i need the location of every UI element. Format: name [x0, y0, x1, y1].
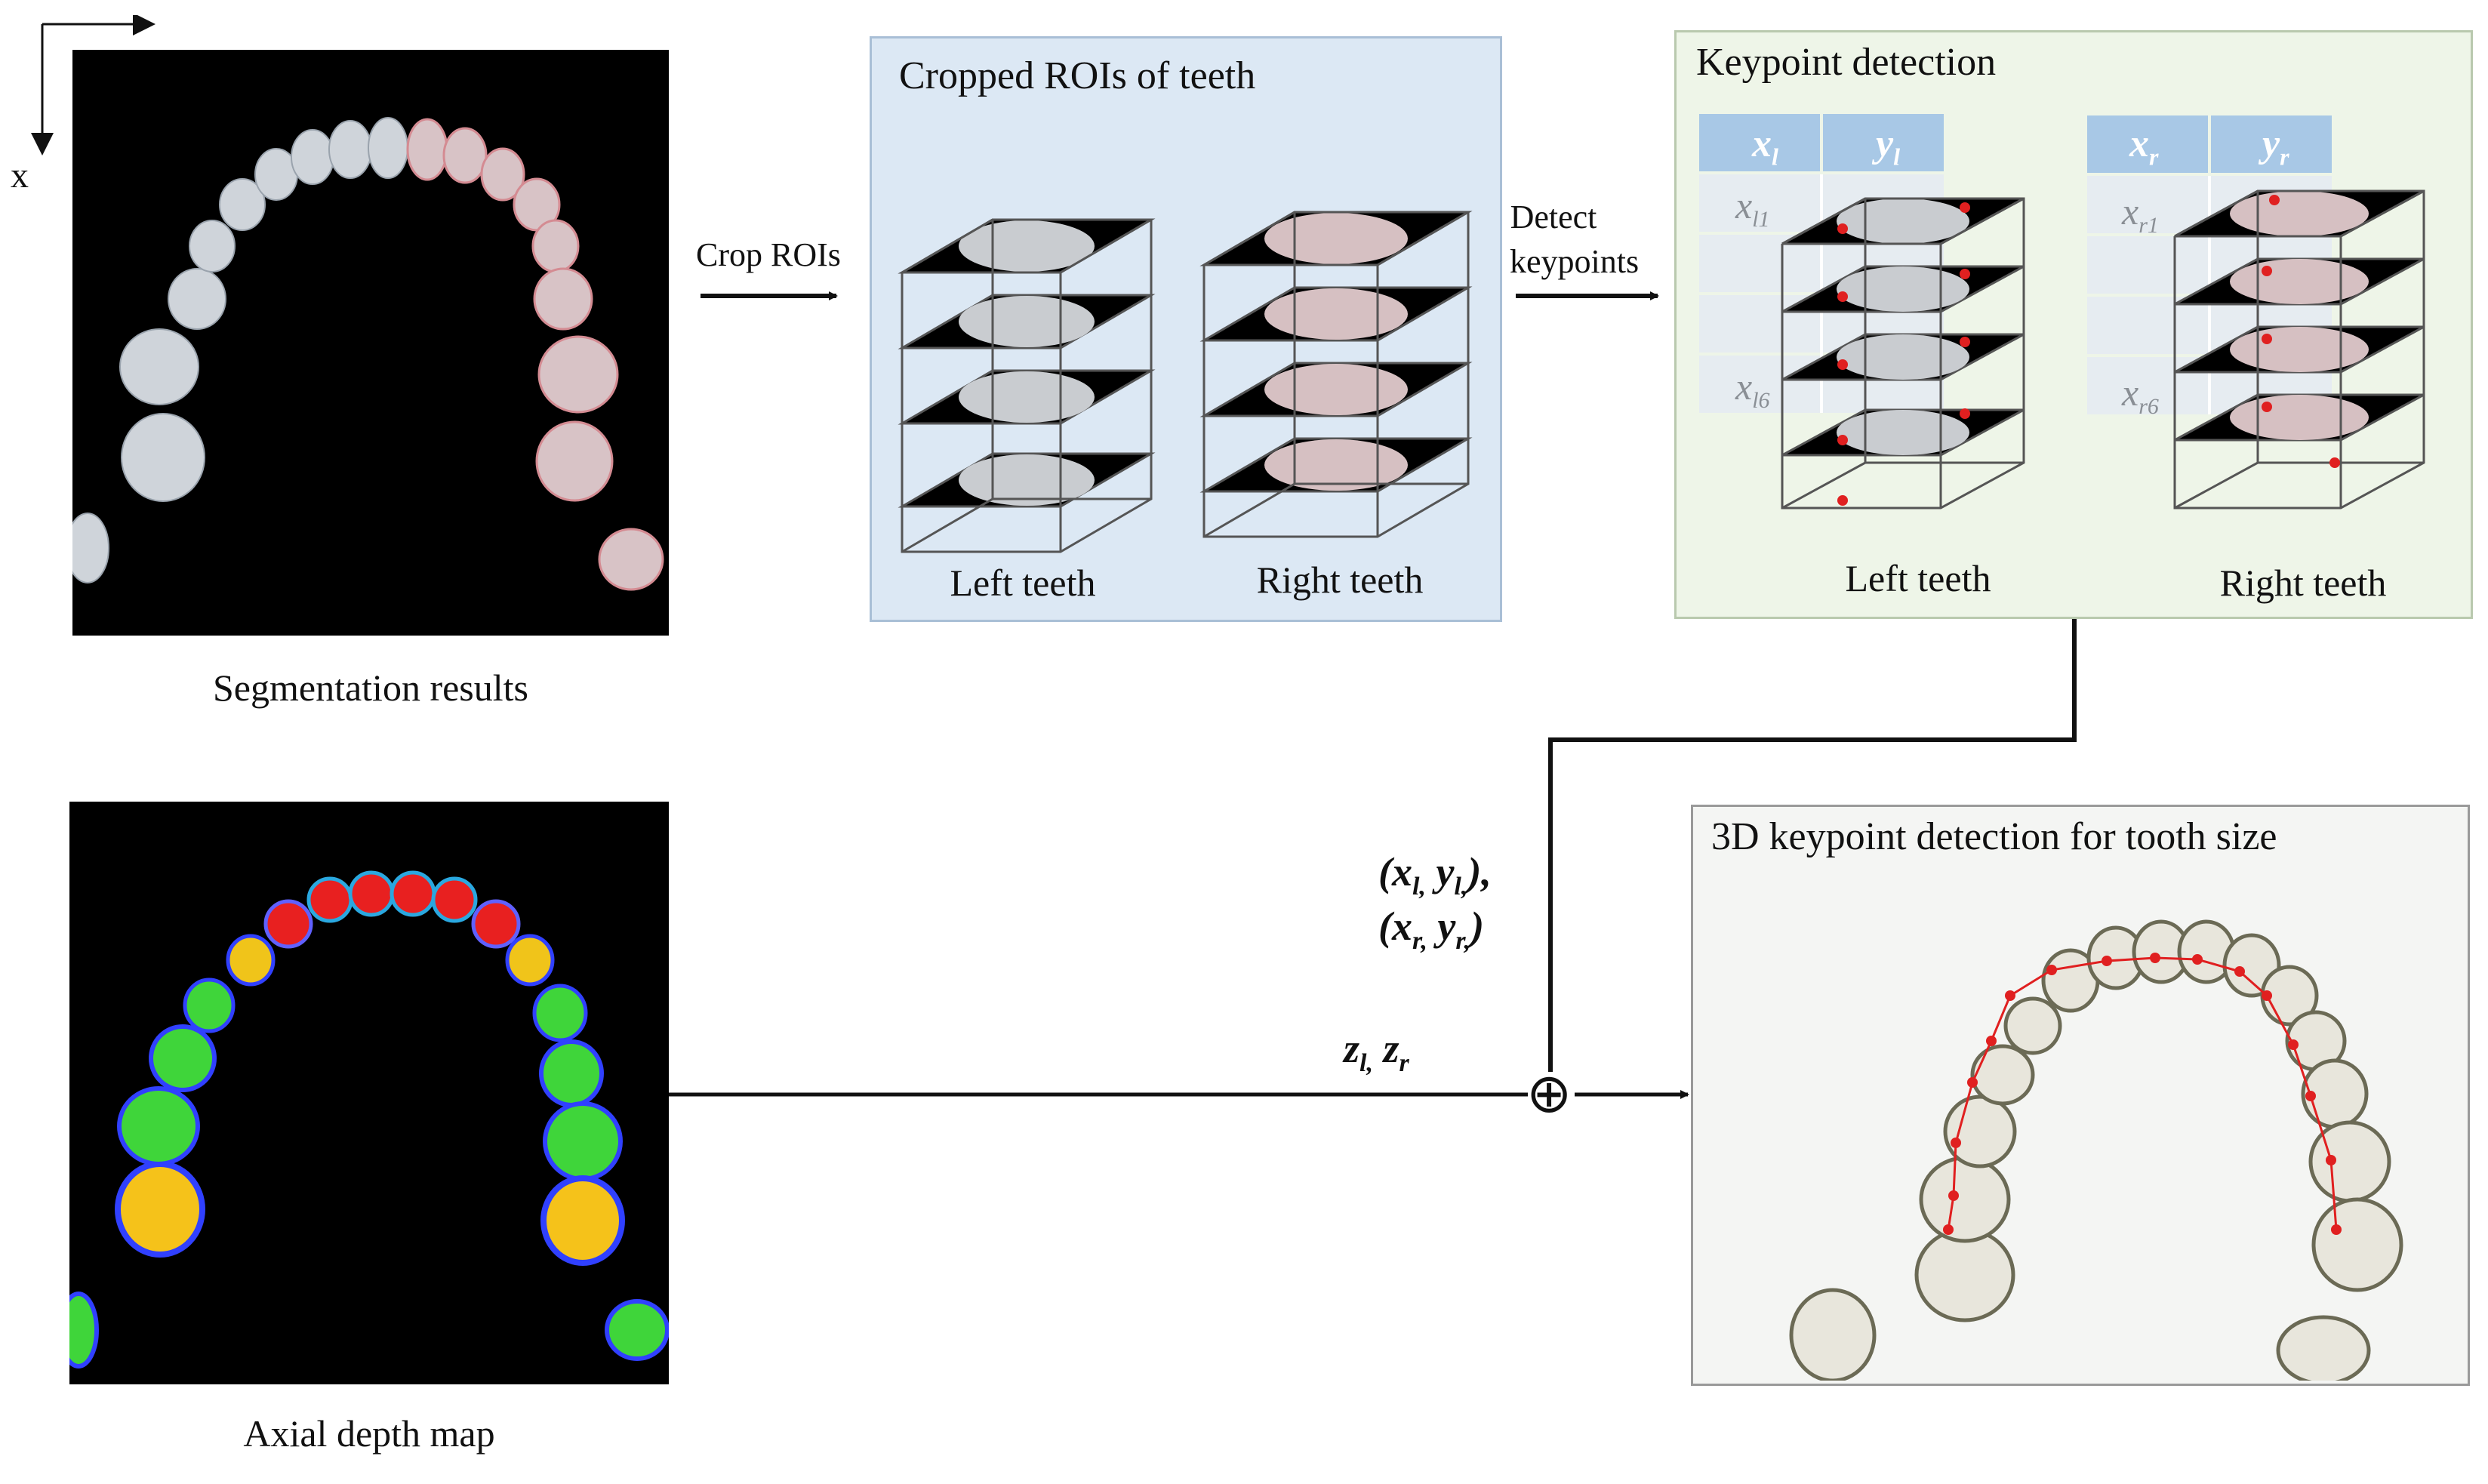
detect-label-line1: Detect	[1510, 199, 1597, 236]
depth-map-caption: Axial depth map	[243, 1412, 495, 1455]
right-teeth-stack	[1189, 174, 1491, 582]
merge-xy-right-label: (xr, yr,)	[1378, 904, 1485, 955]
result-3d-image	[1789, 919, 2403, 1381]
keypoint-left-caption: Left teeth	[1845, 557, 1991, 599]
result-3d-panel: 3D keypoint detection for tooth size	[1691, 805, 2470, 1386]
axis-x-label: x	[11, 155, 29, 196]
depth-map-image	[69, 802, 669, 1384]
right-table-row-1: xr1	[2122, 190, 2159, 238]
right-table-header-x: xr	[2129, 122, 2159, 171]
segmentation-caption: Segmentation results	[213, 667, 528, 709]
right-keypoint-stack	[2160, 153, 2446, 576]
merge-xy-left-label: (xl, yl,),	[1378, 849, 1492, 901]
left-table-header-y: yl	[1876, 122, 1900, 171]
merge-z-label: zl, zr	[1344, 1026, 1409, 1077]
cropped-left-caption: Left teeth	[950, 562, 1096, 604]
left-table-header-x: xl	[1752, 122, 1778, 171]
keypoint-detection-title: Keypoint detection	[1696, 41, 1997, 84]
left-table-row-1: xl1	[1735, 184, 1770, 232]
left-keypoint-stack	[1767, 153, 2039, 576]
segmentation-image	[72, 50, 669, 636]
cropped-rois-title: Cropped ROIs of teeth	[899, 54, 1256, 97]
cropped-right-caption: Right teeth	[1256, 559, 1424, 601]
keypoint-right-caption: Right teeth	[2219, 562, 2387, 604]
axis-indicator	[31, 15, 156, 155]
left-table-row-6: xl6	[1735, 365, 1770, 413]
right-table-header-y: yr	[2262, 122, 2289, 171]
left-teeth-stack	[887, 174, 1174, 582]
merge-operator-icon: ⊕	[1526, 1061, 1572, 1125]
result-3d-title: 3D keypoint detection for tooth size	[1711, 815, 2277, 858]
right-table-row-6: xr6	[2122, 371, 2159, 419]
crop-rois-label: Crop ROIs	[696, 236, 841, 273]
cropped-rois-panel: Cropped ROIs of teeth	[870, 36, 1502, 622]
keypoint-detection-panel: Keypoint detection xl yl xl1 xl6 xr yr x…	[1674, 30, 2473, 619]
